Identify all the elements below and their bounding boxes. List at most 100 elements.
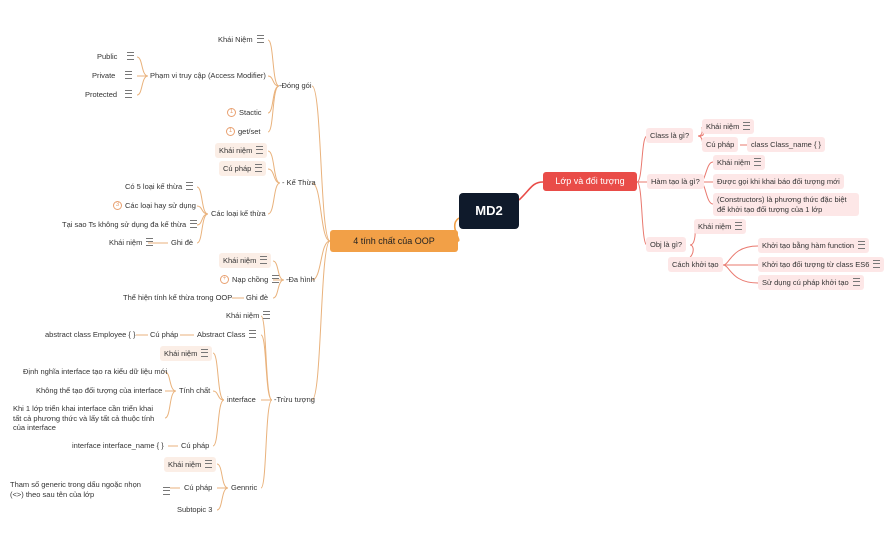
topic-khai-niem[interactable]: Khái niệm xyxy=(109,237,154,248)
topic-tc-trien-khai[interactable]: Khi 1 lớp triển khai interface cần triển… xyxy=(13,404,155,432)
topic-label: Có 5 loại kế thừa xyxy=(125,182,183,191)
topic-label: Hàm tạo là gì? xyxy=(651,177,700,186)
topic-cu-phap-khoi-tao[interactable]: Sử dụng cú pháp khởi tạo xyxy=(758,275,864,290)
topic-khai-niem[interactable]: Khái niệm xyxy=(713,155,766,170)
topic-label: Stactic xyxy=(239,108,262,117)
topic-label: Sử dụng cú pháp khởi tạo xyxy=(762,278,849,287)
note-icon xyxy=(743,122,751,131)
topic-label: Không thể tạo đối tượng của interface xyxy=(36,386,163,395)
main-topic-class-object[interactable]: Lớp và đối tượng xyxy=(543,172,637,191)
note-icon xyxy=(125,90,133,99)
topic-class-code[interactable]: class Class_name { } xyxy=(747,137,826,152)
topic-ht-duoc-goi[interactable]: Được gọi khi khai báo đối tượng mới xyxy=(713,174,844,189)
note-icon xyxy=(190,220,198,229)
expand-icon[interactable]: 3 xyxy=(113,200,122,210)
topic-label: -Đóng gói xyxy=(279,81,312,90)
note-icon xyxy=(272,275,280,284)
note-icon xyxy=(249,330,257,339)
topic-label: Cách khởi tạo xyxy=(672,260,719,269)
topic-khoi-tao-es6[interactable]: Khởi tạo đối tượng từ class ES6 xyxy=(758,257,885,272)
topic-khai-niem[interactable]: Khái Niệm xyxy=(218,34,264,45)
topic-label: abstract class Employee { } xyxy=(45,330,136,339)
note-icon xyxy=(256,35,264,44)
topic-label: Phạm vi truy cập (Access Modifier) xyxy=(150,71,266,80)
topic-private[interactable]: Private xyxy=(92,70,133,81)
note-icon xyxy=(873,260,881,269)
topic-abstract-code[interactable]: abstract class Employee { } xyxy=(45,329,135,340)
note-icon xyxy=(201,349,209,358)
topic-class-la-gi[interactable]: Class là gì? xyxy=(646,128,694,143)
topic-abstract-class[interactable]: Abstract Class xyxy=(197,329,257,340)
topic-label: Thể hiện tính kế thừa trong OOP xyxy=(123,293,233,302)
topic-ht-constructors[interactable]: (Constructors) là phương thức đặc biệt đ… xyxy=(713,193,859,216)
expand-icon[interactable]: 1 xyxy=(226,126,235,136)
topic-cac-loai-ke-thua[interactable]: Các loại kế thừa xyxy=(211,208,266,219)
note-icon xyxy=(146,238,154,247)
main-topic-oop[interactable]: 4 tính chất của OOP xyxy=(330,230,458,252)
note-icon xyxy=(735,222,743,231)
topic-khoi-tao-function[interactable]: Khởi tạo bằng hàm function xyxy=(758,238,870,253)
topic-nap-chong[interactable]: +Nạp chồng xyxy=(220,274,280,285)
expand-icon[interactable]: + xyxy=(220,274,229,284)
topic-interface-code[interactable]: interface interface_name { } xyxy=(72,440,164,451)
topic-label: Khởi tạo bằng hàm function xyxy=(762,241,855,250)
topic-khai-niem[interactable]: Khái niệm xyxy=(694,219,747,234)
topic-subtopic[interactable]: Subtopic 3 xyxy=(177,504,212,515)
topic-khai-niem[interactable]: Khái niệm xyxy=(215,143,268,158)
topic-khai-niem[interactable]: Khái niệm xyxy=(226,310,271,321)
topic-interface[interactable]: interface xyxy=(227,394,256,405)
topic-khai-niem[interactable]: Khái niệm xyxy=(164,457,217,472)
note-icon xyxy=(852,278,860,287)
topic-cach-khoi-tao[interactable]: Cách khởi tạo xyxy=(668,257,723,272)
topic-label: Định nghĩa interface tạo ra kiểu dữ liệu… xyxy=(23,367,168,376)
topic-dong-goi[interactable]: -Đóng gói xyxy=(279,80,312,91)
expand-icon[interactable]: 1 xyxy=(227,107,236,117)
topic-the-hien[interactable]: Thể hiện tính kế thừa trong OOP xyxy=(123,292,232,303)
topic-cu-phap[interactable]: Cú pháp xyxy=(702,137,739,152)
note-icon xyxy=(127,52,135,61)
topic-label: Tại sao Ts không sử dụng đa kế thừa xyxy=(62,220,187,229)
topic-generic-text[interactable]: Tham số generic trong dấu ngoặc nhọn (<>… xyxy=(10,480,141,499)
topic-label: Khái niệm xyxy=(164,349,198,358)
topic-ghi-de[interactable]: Ghi đè xyxy=(246,292,268,303)
topic-da-hinh[interactable]: -Đa hình xyxy=(286,274,315,285)
topic-label: Cú pháp xyxy=(181,441,210,450)
topic-label: Private xyxy=(92,71,116,80)
topic-pham-vi[interactable]: Phạm vi truy cập (Access Modifier) xyxy=(150,70,266,81)
topic-khai-niem[interactable]: Khái niệm xyxy=(160,346,213,361)
topic-public[interactable]: Public xyxy=(97,51,135,62)
topic-ke-thua[interactable]: - Kế Thừa xyxy=(282,177,316,188)
note-icon xyxy=(260,256,268,265)
topic-cu-phap[interactable]: Cú pháp xyxy=(219,161,267,176)
topic-ghi-de[interactable]: Ghi đè xyxy=(171,237,193,248)
topic-cu-phap[interactable]: Cú pháp xyxy=(150,329,178,340)
note-icon xyxy=(754,158,762,167)
topic-khai-niem[interactable]: Khái niệm xyxy=(219,253,272,268)
topic-khai-niem[interactable]: Khái niệm xyxy=(702,119,755,134)
topic-co-5-loai[interactable]: Có 5 loại kế thừa xyxy=(125,181,194,192)
note-icon xyxy=(125,71,133,80)
note-icon xyxy=(255,164,263,173)
topic-label: -Đa hình xyxy=(286,275,315,284)
topic-tc-khong-tao[interactable]: Không thể tạo đối tượng của interface xyxy=(36,385,162,396)
topic-tai-sao[interactable]: Tại sao Ts không sử dụng đa kế thừa xyxy=(62,219,198,230)
topic-label: interface interface_name { } xyxy=(72,441,164,450)
topic-protected[interactable]: Protected xyxy=(85,89,133,100)
topic-label: Khái niệm xyxy=(226,311,260,320)
topic-gennric[interactable]: Gennric xyxy=(231,482,257,493)
topic-cu-phap[interactable]: Cú pháp xyxy=(184,482,212,493)
topic-label: Obj là gì? xyxy=(650,240,683,249)
topic-tinh-chat[interactable]: Tính chất xyxy=(179,385,210,396)
topic-cu-phap[interactable]: Cú pháp xyxy=(181,440,209,451)
topic-label: Tính chất xyxy=(179,386,211,395)
central-topic[interactable]: MD2 xyxy=(459,193,519,229)
topic-ham-tao[interactable]: Hàm tạo là gì? xyxy=(647,174,704,189)
topic-tc-kieu-du-lieu[interactable]: Định nghĩa interface tạo ra kiểu dữ liệu… xyxy=(23,366,167,377)
topic-label: - Kế Thừa xyxy=(282,178,316,187)
note-icon xyxy=(858,241,866,250)
topic-truu-tuong[interactable]: -Trừu tượng xyxy=(274,394,315,405)
topic-obj-la-gi[interactable]: Obj là gì? xyxy=(646,237,687,252)
